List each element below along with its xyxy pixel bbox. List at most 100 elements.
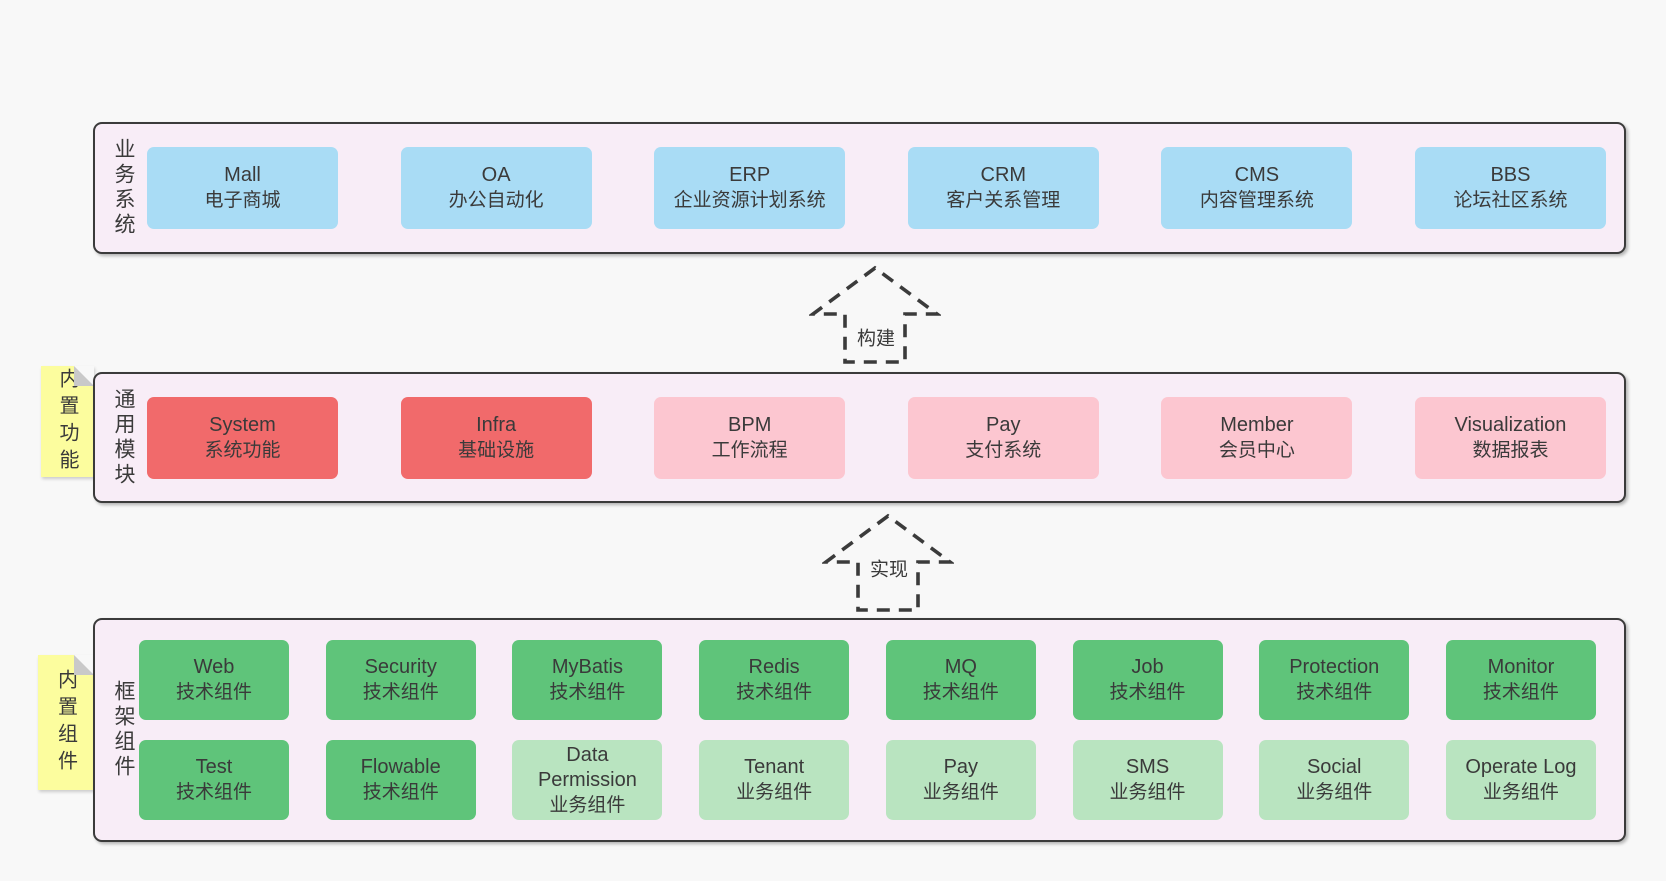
box-subtitle: 技术组件 xyxy=(549,682,626,703)
box-title: Infra xyxy=(476,413,517,436)
box-title: Visualization xyxy=(1454,413,1567,436)
box-title: MQ xyxy=(944,656,977,678)
box-bpm: BPM 工作流程 xyxy=(654,396,846,479)
box-subtitle: 客户关系管理 xyxy=(946,190,1061,211)
framework-components-rows: Web 技术组件 Security 技术组件 MyBatis 技术组件 Redi… xyxy=(139,620,1596,840)
box-cms: CMS 内容管理系统 xyxy=(1161,147,1353,229)
box-subtitle: 系统功能 xyxy=(204,439,281,461)
box-visualization: Visualization 数据报表 xyxy=(1414,396,1606,479)
common-modules-label: 通用模块 xyxy=(112,387,135,488)
box-title: Monitor xyxy=(1487,656,1555,678)
box-subtitle: 技术组件 xyxy=(362,782,439,803)
box-title: Tenant xyxy=(744,756,805,778)
box-mybatis: MyBatis 技术组件 xyxy=(512,640,663,720)
box-title: OA xyxy=(481,164,511,186)
box-subtitle: 工作流程 xyxy=(711,439,788,461)
framework-components-panel: 框架组件 Web 技术组件 Security 技术组件 MyBatis 技术组件… xyxy=(93,618,1626,842)
build-arrow xyxy=(809,265,941,364)
box-subtitle: 业务组件 xyxy=(922,782,999,803)
box-title: Data Permission xyxy=(537,743,637,791)
box-mall: Mall 电子商城 xyxy=(147,147,338,229)
box-subtitle: 业务组件 xyxy=(549,794,626,816)
box-sms: SMS 业务组件 xyxy=(1072,740,1223,820)
box-subtitle: 论坛社区系统 xyxy=(1453,190,1568,211)
box-title: MyBatis xyxy=(551,656,623,678)
framework-row-1: Web 技术组件 Security 技术组件 MyBatis 技术组件 Redi… xyxy=(139,640,1596,720)
box-subtitle: 电子商城 xyxy=(204,190,281,211)
common-modules-row: System 系统功能 Infra 基础设施 BPM 工作流程 Pay 支付系统… xyxy=(147,396,1606,479)
box-title: Operate Log xyxy=(1465,756,1577,778)
box-social: Social 业务组件 xyxy=(1259,740,1410,820)
box-subtitle: 数据报表 xyxy=(1472,439,1549,461)
box-title: Flowable xyxy=(360,756,441,778)
framework-row-2: Test 技术组件 Flowable 技术组件 Data Permission … xyxy=(139,740,1596,820)
box-subtitle: 会员中心 xyxy=(1218,439,1295,461)
box-title: CMS xyxy=(1234,164,1280,186)
common-modules-panel: 通用模块 System 系统功能 Infra 基础设施 BPM 工作流程 Pay… xyxy=(93,372,1626,503)
box-erp: ERP 企业资源计划系统 xyxy=(654,147,846,229)
box-pay-biz: Pay 业务组件 xyxy=(885,740,1036,820)
implement-arrow xyxy=(822,513,954,612)
framework-components-label: 框架组件 xyxy=(112,680,135,780)
box-crm: CRM 客户关系管理 xyxy=(907,147,1099,229)
box-security: Security 技术组件 xyxy=(325,640,476,720)
built-in-components-note: 内置组件 xyxy=(38,655,94,790)
box-job: Job 技术组件 xyxy=(1072,640,1223,720)
box-title: Protection xyxy=(1289,656,1380,678)
box-title: ERP xyxy=(729,164,771,186)
box-title: Social xyxy=(1306,756,1362,778)
box-subtitle: 业务组件 xyxy=(1296,782,1373,803)
box-system: System 系统功能 xyxy=(147,396,338,479)
box-member: Member 会员中心 xyxy=(1161,396,1353,479)
built-in-features-note: 内置功能 xyxy=(41,366,94,477)
business-systems-label: 业务系统 xyxy=(112,138,135,238)
built-in-features-note-text: 内置功能 xyxy=(56,367,78,476)
box-subtitle: 支付系统 xyxy=(965,439,1042,461)
box-title: Security xyxy=(364,656,437,678)
box-title: System xyxy=(209,413,276,436)
box-subtitle: 技术组件 xyxy=(175,782,252,803)
box-subtitle: 技术组件 xyxy=(1482,682,1559,703)
box-flowable: Flowable 技术组件 xyxy=(325,740,476,820)
business-systems-panel: 业务系统 Mall 电子商城 OA 办公自动化 ERP 企业资源计划系统 CRM… xyxy=(93,122,1626,254)
box-subtitle: 技术组件 xyxy=(1296,682,1373,703)
box-subtitle: 技术组件 xyxy=(922,682,999,703)
box-subtitle: 内容管理系统 xyxy=(1199,190,1314,211)
box-title: BPM xyxy=(728,413,772,436)
box-web: Web 技术组件 xyxy=(139,640,289,720)
box-subtitle: 业务组件 xyxy=(1482,782,1559,803)
box-infra: Infra 基础设施 xyxy=(400,396,592,479)
box-title: Web xyxy=(193,656,235,678)
box-pay: Pay 支付系统 xyxy=(907,396,1099,479)
box-operate-log: Operate Log 业务组件 xyxy=(1445,740,1596,820)
box-subtitle: 业务组件 xyxy=(736,782,813,803)
box-title: Pay xyxy=(943,756,979,778)
box-subtitle: 基础设施 xyxy=(458,439,535,461)
build-arrow-label: 构建 xyxy=(852,322,900,352)
box-mq: MQ 技术组件 xyxy=(885,640,1036,720)
box-subtitle: 技术组件 xyxy=(1109,682,1186,703)
box-tenant: Tenant 业务组件 xyxy=(699,740,850,820)
built-in-components-note-text: 内置组件 xyxy=(54,668,77,777)
business-systems-row: Mall 电子商城 OA 办公自动化 ERP 企业资源计划系统 CRM 客户关系… xyxy=(147,147,1606,229)
box-test: Test 技术组件 xyxy=(139,740,289,820)
box-title: CRM xyxy=(980,164,1027,186)
box-subtitle: 业务组件 xyxy=(1109,782,1186,803)
box-title: Redis xyxy=(748,656,800,678)
box-title: Member xyxy=(1220,413,1294,436)
box-monitor: Monitor 技术组件 xyxy=(1445,640,1596,720)
box-title: Pay xyxy=(986,413,1021,436)
box-title: Test xyxy=(195,756,233,778)
box-redis: Redis 技术组件 xyxy=(699,640,850,720)
box-subtitle: 企业资源计划系统 xyxy=(673,190,826,211)
box-subtitle: 技术组件 xyxy=(362,682,439,703)
box-bbs: BBS 论坛社区系统 xyxy=(1414,147,1606,229)
box-data-permission: Data Permission 业务组件 xyxy=(512,740,663,820)
box-oa: OA 办公自动化 xyxy=(400,147,592,229)
box-subtitle: 技术组件 xyxy=(736,682,813,703)
box-protection: Protection 技术组件 xyxy=(1259,640,1410,720)
box-title: Job xyxy=(1131,656,1164,678)
box-title: BBS xyxy=(1490,164,1531,186)
box-title: SMS xyxy=(1125,756,1170,778)
box-subtitle: 技术组件 xyxy=(175,682,252,703)
